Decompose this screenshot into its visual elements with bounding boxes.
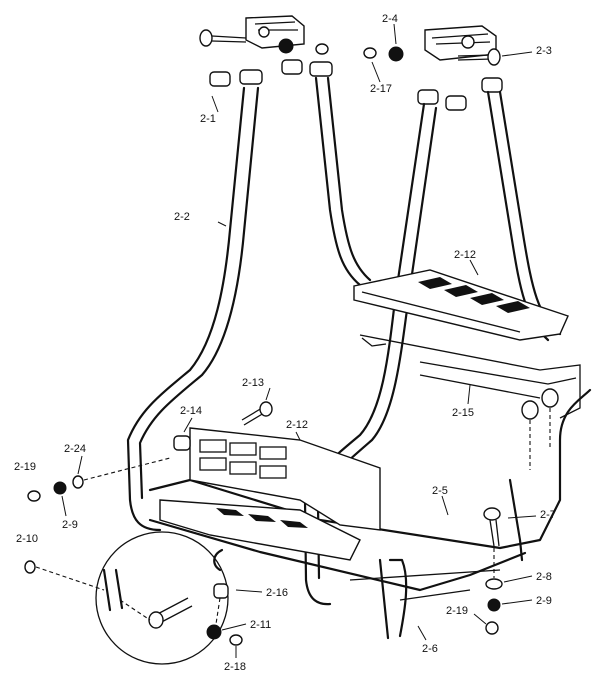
- hanger-arm-left-front: [126, 86, 260, 532]
- label-2-4: 2-4: [382, 13, 398, 25]
- front-seat-2-12: [159, 427, 381, 561]
- washer-2-24: [72, 475, 84, 489]
- bolt-2-7: [483, 507, 501, 547]
- label-2-6: 2-6: [422, 643, 438, 655]
- nut-2-9-left: [53, 481, 67, 495]
- hanger-arm-left-rear: [314, 76, 372, 287]
- cap-2-19-left: [27, 490, 41, 502]
- label-2-17: 2-17: [370, 83, 392, 95]
- label-2-11: 2-11: [250, 619, 271, 631]
- label-2-14: 2-14: [180, 405, 202, 417]
- label-2-3: 2-3: [536, 45, 552, 57]
- base-frame-2-5: [148, 388, 592, 592]
- top-left-nut: [278, 38, 294, 54]
- label-2-18: 2-18: [224, 661, 246, 673]
- label-2-10: 2-10: [16, 533, 38, 545]
- label-2-9-left: 2-9: [62, 519, 78, 531]
- label-2-2: 2-2: [174, 211, 190, 223]
- washer-2-17: [363, 47, 377, 59]
- top-hanger-bracket-left: [245, 15, 305, 49]
- label-2-24: 2-24: [64, 443, 86, 455]
- bushing-right-rear-2: [541, 388, 559, 408]
- label-2-7: 2-7: [540, 509, 556, 521]
- cap-2-19-right: [485, 621, 499, 635]
- top-left-bolt: [199, 29, 247, 47]
- bushing-2-16: [213, 548, 229, 599]
- bushings: [209, 59, 503, 111]
- label-2-9-right: 2-9: [536, 595, 552, 607]
- base-frame-2-6: [349, 558, 501, 640]
- label-2-13: 2-13: [242, 377, 264, 389]
- label-2-12-rear: 2-12: [454, 249, 476, 261]
- label-2-8: 2-8: [536, 571, 552, 583]
- rear-base-frame-2-15: [359, 334, 581, 419]
- leader-lines: [61, 23, 537, 658]
- bushing-right-rear: [521, 400, 539, 420]
- cap-2-18: [229, 634, 243, 646]
- bolt-2-3: [457, 48, 501, 66]
- nut-2-4: [388, 46, 404, 62]
- bolt-2-13: [241, 401, 273, 426]
- washer-2-8: [485, 578, 503, 590]
- spacer-2-14: [173, 435, 191, 451]
- label-2-19-right: 2-19: [446, 605, 468, 617]
- label-2-1: 2-1: [200, 113, 216, 125]
- label-2-12-front: 2-12: [286, 419, 308, 431]
- nut-2-9-right: [487, 598, 501, 612]
- nut-2-11: [206, 624, 222, 640]
- rear-seat-2-12: [353, 269, 569, 341]
- label-2-5: 2-5: [432, 485, 448, 497]
- label-2-15: 2-15: [452, 407, 474, 419]
- detail-circle-pivot: [95, 531, 229, 665]
- bolt-2-10: [24, 560, 105, 591]
- top-left-cap: [315, 43, 329, 55]
- label-2-16: 2-16: [266, 587, 288, 599]
- label-2-19-left: 2-19: [14, 461, 36, 473]
